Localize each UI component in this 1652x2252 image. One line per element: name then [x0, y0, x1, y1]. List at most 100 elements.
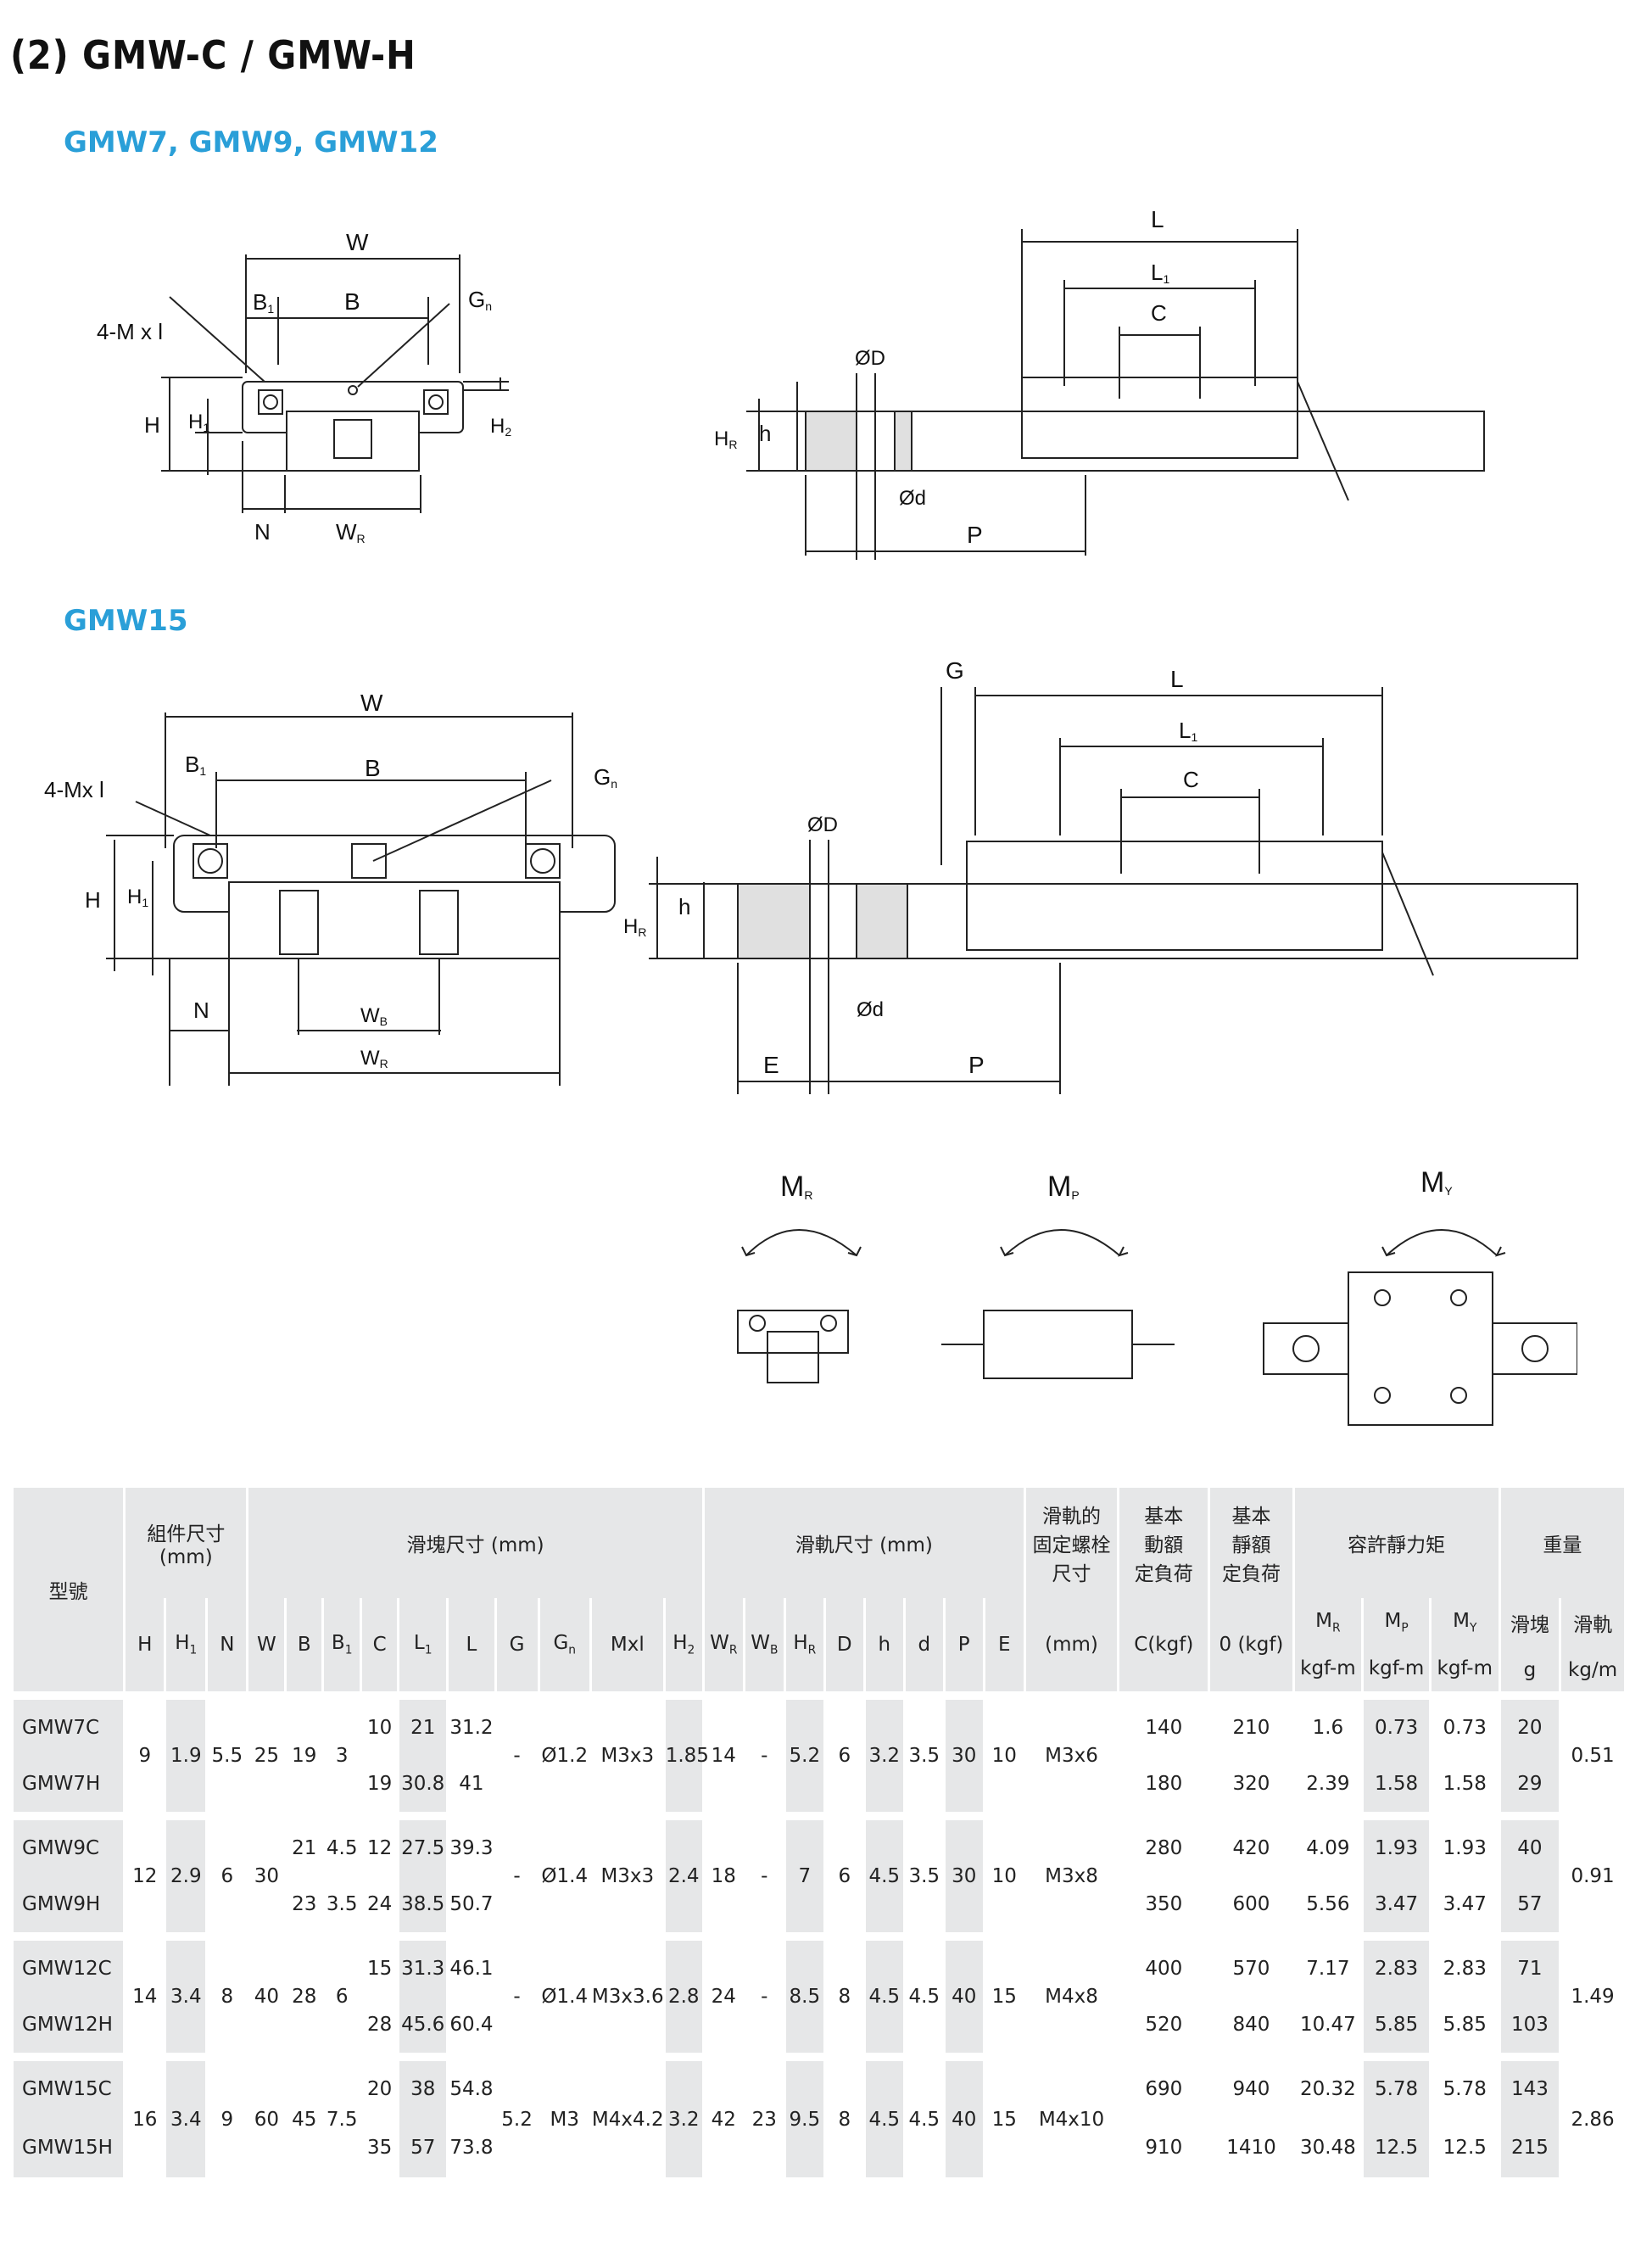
cell-L: 50.7: [447, 1876, 497, 1936]
cell-Mxl: M3x3: [590, 1691, 666, 1816]
cell-C0: 600: [1208, 1876, 1295, 1936]
cell-Mxl: M3x3: [590, 1812, 666, 1936]
col-N: N: [206, 1598, 249, 1696]
cell-WB: -: [744, 1812, 786, 1936]
cell-MP: 1.93: [1362, 1812, 1432, 1876]
cell-C_dyn: 400: [1118, 1932, 1211, 1997]
cell-P: 40: [944, 1932, 985, 2057]
cell-model: GMW15C: [14, 2053, 126, 2117]
side-view-drawing-gmw15: L G L1 C ØD Ød HR h E P: [623, 657, 1578, 1094]
col-H2: H2: [664, 1598, 705, 1696]
cell-bolt: M3x6: [1024, 1691, 1120, 1816]
cell-L1: 30.8: [398, 1756, 449, 1816]
cell-P: 30: [944, 1812, 985, 1936]
cell-h: 4.5: [864, 1932, 906, 2057]
col-WR: WR: [703, 1598, 745, 1696]
side-label-L: L: [1151, 206, 1164, 232]
side-label-D: ØD: [855, 347, 885, 370]
cell-P: 30: [944, 1691, 985, 1816]
header-rail: 滑軌尺寸 (mm): [703, 1488, 1026, 1598]
cell-L1: 45.6: [398, 1997, 449, 2057]
label-H2: H2: [490, 415, 511, 439]
cell-L: 31.2: [447, 1691, 497, 1756]
cell-N: 6: [206, 1812, 249, 1936]
cell-B: 21: [285, 1812, 325, 1876]
cell-W: 25: [247, 1691, 287, 1816]
cell-MR: 5.56: [1293, 1876, 1365, 1936]
col-D: D: [824, 1598, 866, 1696]
cell-MR: 7.17: [1293, 1932, 1365, 1997]
cell-L1: 57: [398, 2117, 449, 2177]
cell-E: 10: [984, 1812, 1026, 1936]
label-WR: WR: [336, 519, 366, 545]
cell-C: 28: [360, 1997, 400, 2057]
cell-MP: 1.58: [1362, 1756, 1432, 1816]
cell-MY: 5.85: [1430, 1997, 1501, 2057]
col-stat-unit: 0 (kgf): [1208, 1598, 1295, 1696]
cell-MP: 5.78: [1362, 2053, 1432, 2117]
cell-H: 12: [124, 1812, 167, 1936]
cell-C: 19: [360, 1756, 400, 1816]
cell-MY: 0.73: [1430, 1691, 1501, 1756]
label-Gn: Gn: [468, 287, 492, 313]
cell-B: 19: [285, 1691, 325, 1816]
g15-label-H1: H1: [127, 886, 148, 909]
specification-table: 型號 組件尺寸(mm) 滑塊尺寸 (mm) 滑軌尺寸 (mm) 滑軌的固定螺栓尺…: [14, 1488, 1627, 2177]
header-assembly: 組件尺寸(mm): [124, 1488, 249, 1598]
cell-L1: 21: [398, 1691, 449, 1756]
cell-P: 40: [944, 2053, 985, 2177]
cell-Mxl: M3x3.6: [590, 1932, 666, 2057]
cell-L: 54.8: [447, 2053, 497, 2117]
cell-g: 143: [1499, 2053, 1562, 2117]
cell-E: 15: [984, 2053, 1026, 2177]
header-weight: 重量: [1499, 1488, 1627, 1598]
cell-C: 15: [360, 1932, 400, 1997]
cell-Gn: M3: [539, 2053, 592, 2177]
cell-MR: 4.09: [1293, 1812, 1365, 1876]
cell-C: 24: [360, 1876, 400, 1936]
label-H: H: [144, 412, 160, 438]
g15-side-label-D: ØD: [807, 813, 838, 836]
cell-L: 60.4: [447, 1997, 497, 2057]
cell-H2: 1.85: [664, 1691, 709, 1816]
g15-side-label-L: L: [1170, 666, 1184, 692]
col-dyn-unit: C(kgf): [1118, 1598, 1211, 1696]
page-title: (2) GMW-C / GMW-H: [10, 32, 416, 78]
cell-g: 215: [1499, 2117, 1562, 2177]
cell-MP: 2.83: [1362, 1932, 1432, 1997]
g15-side-label-G: G: [946, 657, 964, 684]
cell-C_dyn: 180: [1118, 1756, 1211, 1816]
side-view-drawing-small: L L1 C ØD Ød HR h P: [714, 206, 1485, 560]
col-h: h: [864, 1598, 906, 1696]
side-label-HR: HR: [714, 427, 737, 451]
cell-C: 12: [360, 1812, 400, 1876]
cell-Gn: Ø1.4: [539, 1932, 592, 2057]
cell-Mxl: M4x4.2: [590, 2053, 666, 2177]
g15-label-WR: WR: [360, 1047, 388, 1070]
cell-C0: 1410: [1208, 2117, 1295, 2177]
cell-N: 9: [206, 2053, 249, 2177]
cell-MY: 3.47: [1430, 1876, 1501, 1936]
cell-Gn: Ø1.4: [539, 1812, 592, 1936]
cell-D: 8: [824, 1932, 866, 2057]
g15-label-mxl: 4-Mx l: [44, 777, 104, 802]
cell-model: GMW9C: [14, 1812, 126, 1876]
cell-L1: 38: [398, 2053, 449, 2117]
cell-C_dyn: 280: [1118, 1812, 1211, 1876]
cell-H1: 3.4: [165, 1932, 209, 2057]
cell-L1: 38.5: [398, 1876, 449, 1936]
g15-label-W: W: [360, 690, 383, 716]
g15-side-label-P: P: [968, 1052, 985, 1078]
col-bolt-unit: (mm): [1024, 1598, 1120, 1696]
side-label-P: P: [967, 522, 983, 548]
cell-WR: 14: [703, 1691, 745, 1816]
side-label-C: C: [1151, 300, 1167, 326]
side-label-h: h: [759, 421, 771, 446]
col-B: B: [285, 1598, 325, 1696]
col-G: G: [495, 1598, 540, 1696]
g15-side-label-d: Ød: [857, 998, 884, 1021]
g15-side-label-h: h: [678, 894, 690, 919]
cell-C_dyn: 910: [1118, 2117, 1211, 2177]
